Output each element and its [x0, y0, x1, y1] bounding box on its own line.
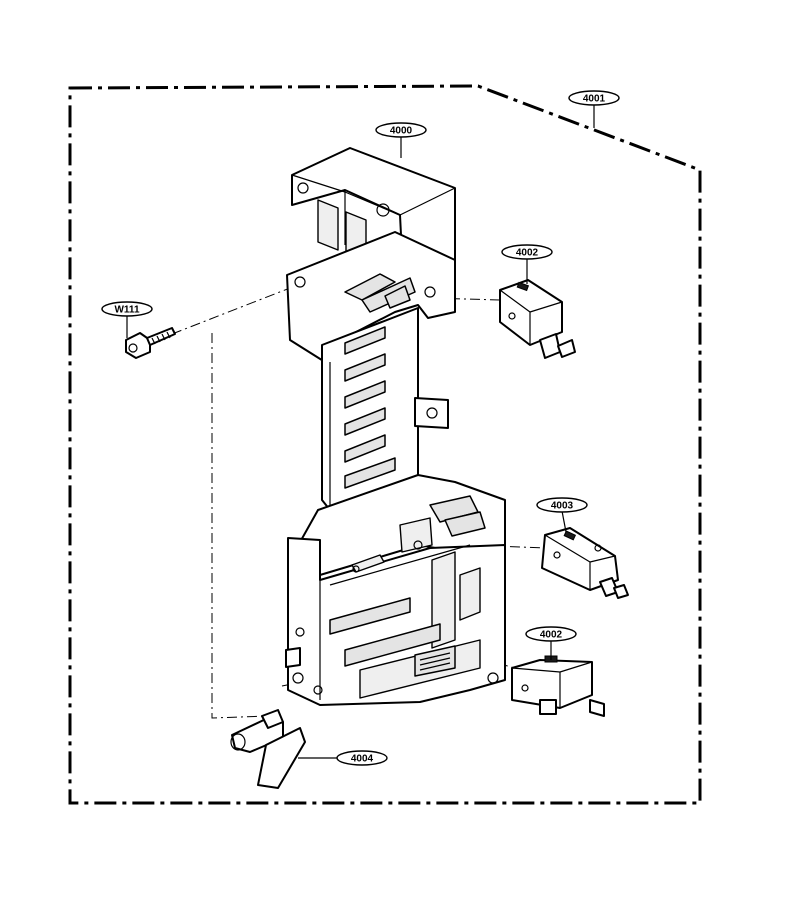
micro-switch-middle — [541, 527, 629, 599]
screw-w111 — [125, 327, 176, 359]
latch-lever-4004 — [230, 709, 306, 789]
callout-4003: 4003 — [551, 501, 574, 512]
micro-switch-top — [499, 279, 576, 359]
callout-4004: 4004 — [351, 754, 374, 765]
callout-w111: W111 — [114, 305, 139, 316]
assembly-boundary — [68, 84, 702, 805]
callout-4002-top: 4002 — [516, 248, 539, 259]
frame-ribs — [344, 326, 396, 489]
micro-switch-bottom — [511, 655, 605, 717]
callout-4001: 4001 — [583, 94, 606, 105]
door-latch-frame — [285, 147, 506, 706]
callout-4000: 4000 — [390, 126, 413, 137]
callout-4002-bottom: 4002 — [540, 630, 563, 641]
